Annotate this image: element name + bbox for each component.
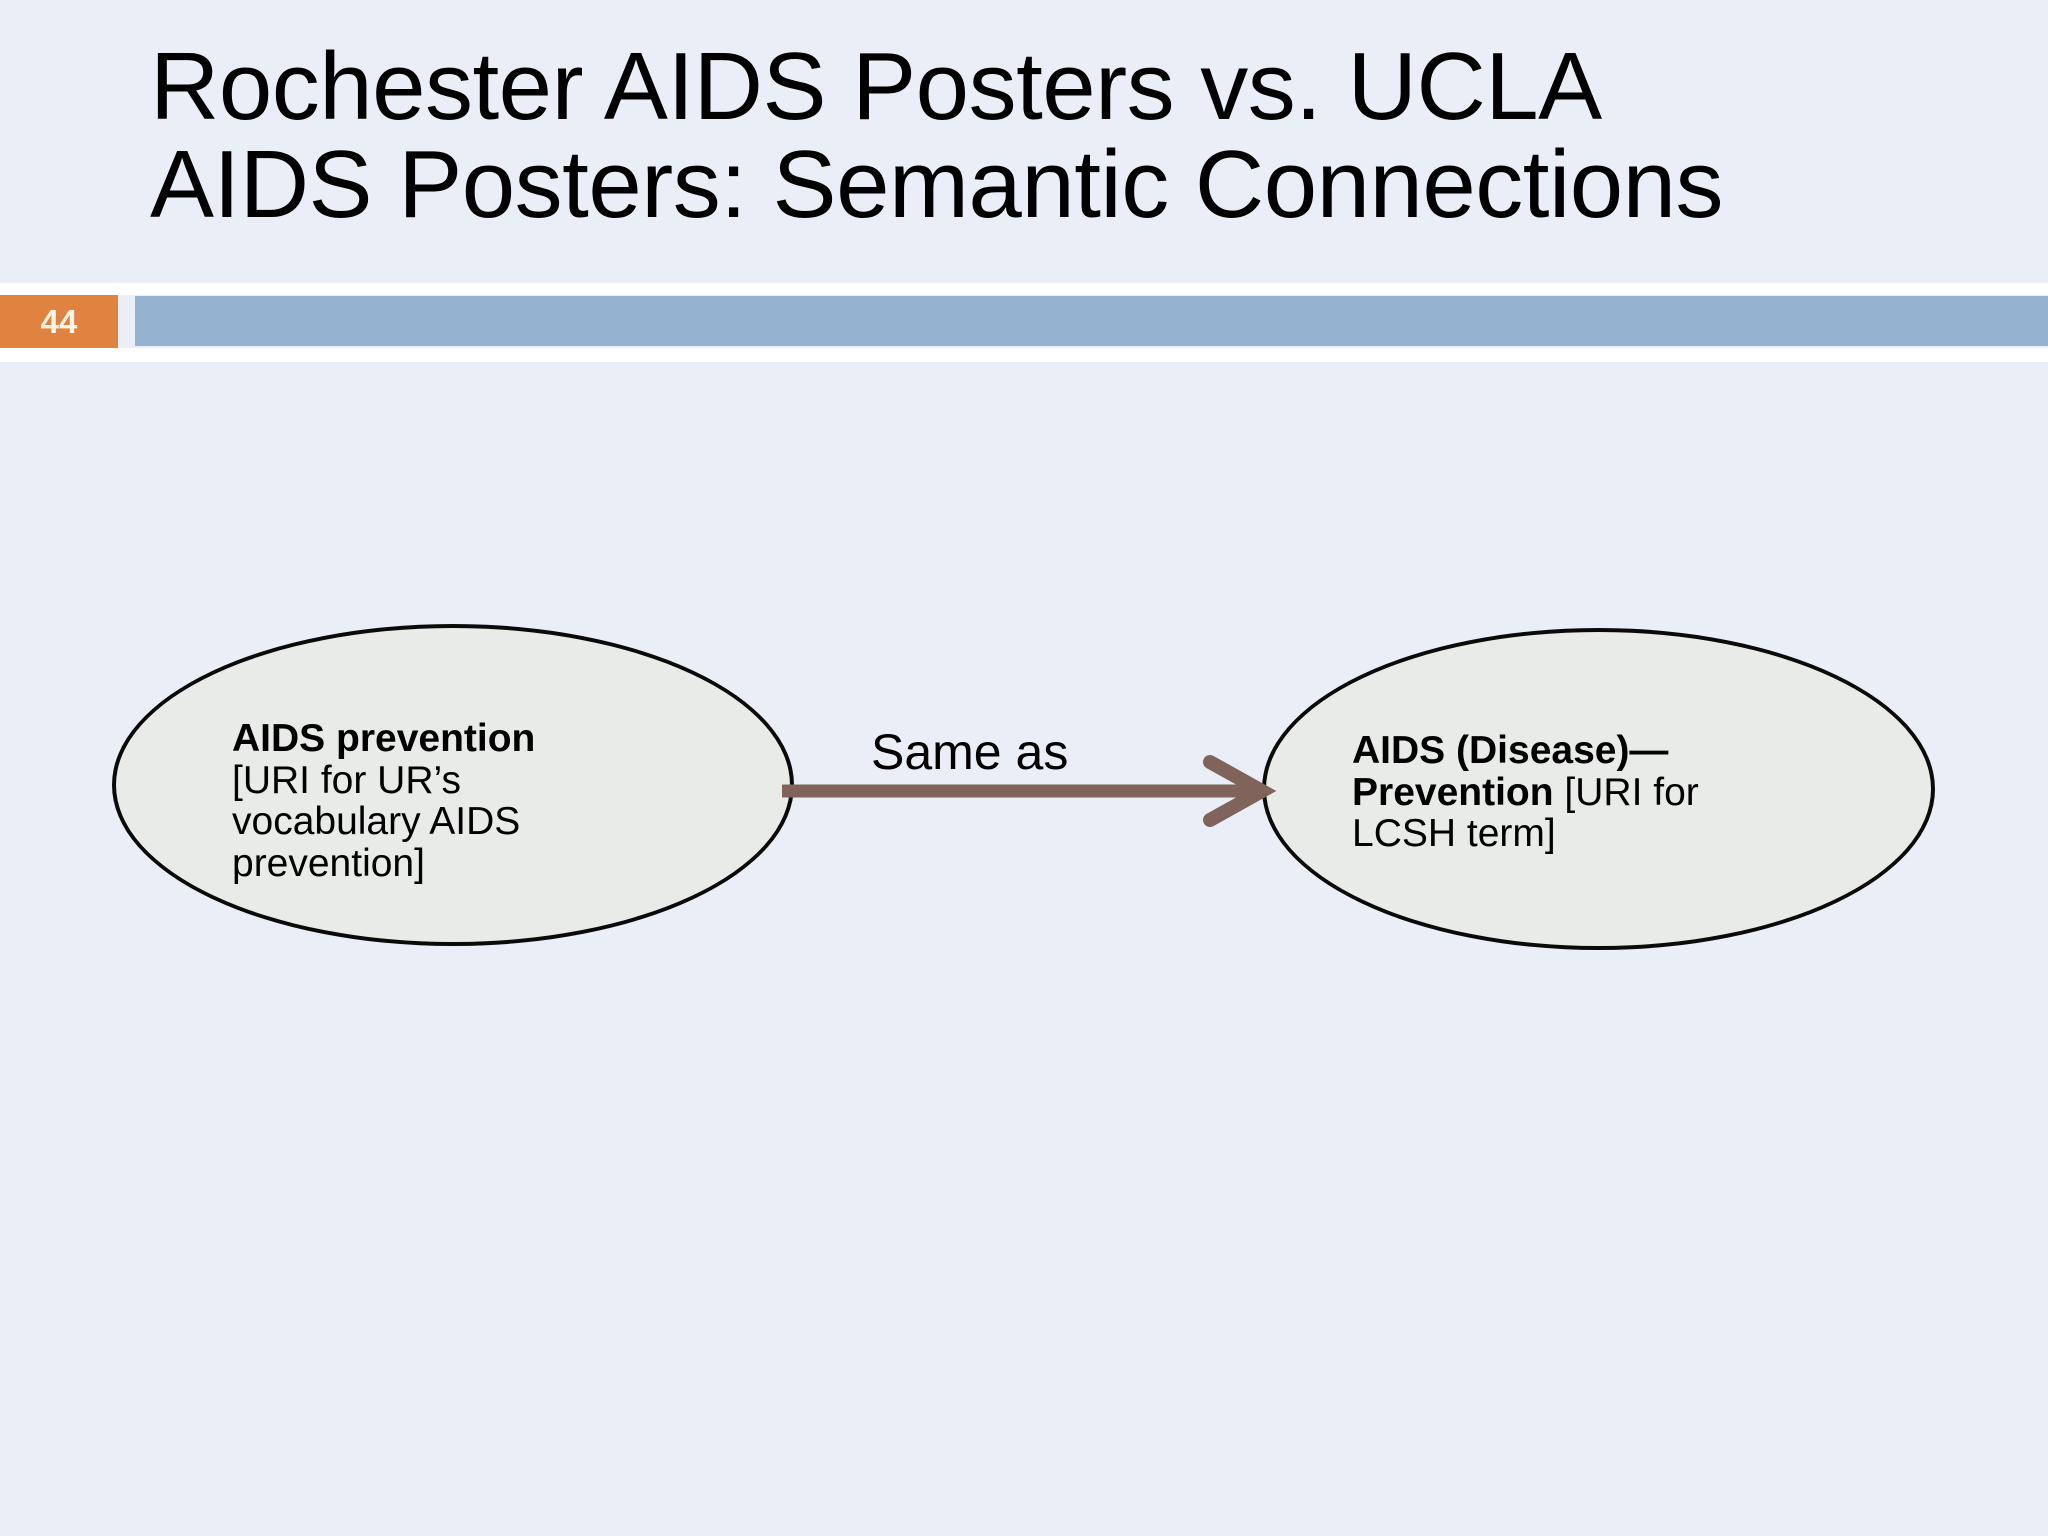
node-ellipse-right[interactable]	[1262, 628, 1935, 950]
node-left-detail: [URI for UR’s vocabulary AIDS prevention…	[232, 758, 521, 886]
node-ellipse-left[interactable]	[112, 624, 794, 946]
edge-label-same-as: Same as	[871, 724, 1069, 780]
node-right-detail: [URI for LCSH term]	[1352, 770, 1699, 856]
node-left-label: AIDS prevention [URI for UR’s vocabulary…	[232, 718, 592, 885]
node-right-term: AIDS (Disease)—Prevention	[1352, 729, 1669, 814]
edge-arrowhead-icon	[1203, 755, 1277, 827]
header-divider-top	[0, 283, 2048, 295]
header-divider-bottom	[0, 348, 2048, 362]
page-title: Rochester AIDS Posters vs. UCLA AIDS Pos…	[150, 33, 1724, 238]
node-left-term: AIDS prevention	[232, 717, 536, 760]
header-accent-bar	[135, 296, 2048, 346]
node-right-label: AIDS (Disease)—Prevention [URI for LCSH …	[1352, 730, 1772, 855]
slide-number-badge: 44	[0, 295, 118, 348]
slide-number-label: 44	[40, 303, 78, 340]
